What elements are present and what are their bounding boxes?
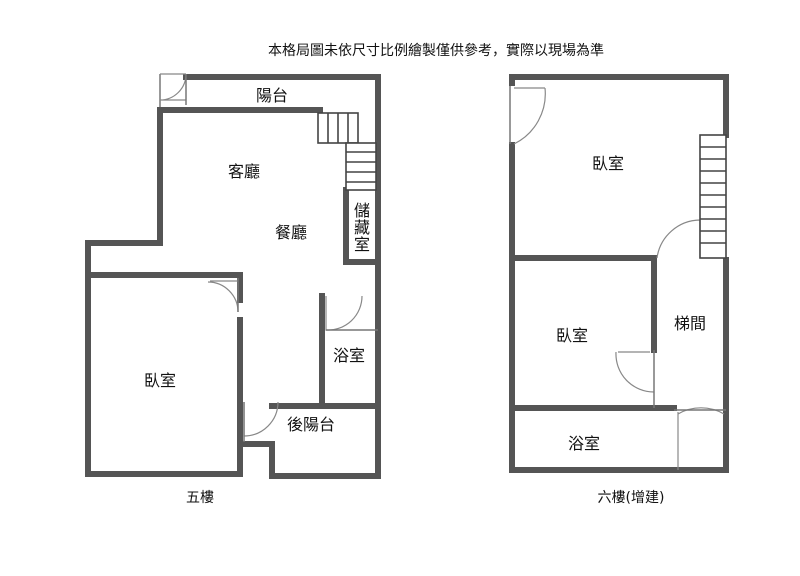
floor-6-plan: 臥室 臥室 梯間 浴室 六樓(增建) <box>508 74 729 506</box>
balcony-door-swing <box>159 73 187 101</box>
floor5-outer-right-wall <box>237 110 381 479</box>
floor6-top-wall <box>509 74 729 138</box>
label-bedroom-5f: 臥室 <box>144 371 176 390</box>
label-stairwell: 梯間 <box>674 314 706 333</box>
label-bathroom-6f: 浴室 <box>568 434 600 453</box>
label-storage-1: 儲 <box>354 201 370 220</box>
caption-floor6: 六樓(增建) <box>598 490 665 506</box>
bathroom-6f-door-swing <box>677 407 725 470</box>
bedroom-door-swing <box>207 280 239 313</box>
floor6-top-door-swing <box>513 87 546 145</box>
storage-wall <box>343 187 381 265</box>
label-storage-2: 藏 <box>354 218 370 237</box>
label-storage-3: 室 <box>354 235 370 254</box>
floor-5-plan: 陽台 客廳 餐廳 儲 藏 室 臥室 浴室 後陽台 五樓 <box>85 73 381 506</box>
disclaimer-note: 本格局圖未依尺寸比例繪製僅供參考，實際以現場為準 <box>268 42 604 59</box>
floor5-outer-left-wall <box>85 107 241 477</box>
label-living-room: 客廳 <box>228 162 260 181</box>
floor6-staircase <box>699 134 727 259</box>
floor6-outer-left-bottom-wall <box>509 83 729 473</box>
label-bathroom-5f: 浴室 <box>333 346 365 365</box>
label-balcony: 陽台 <box>256 86 288 105</box>
balcony-wall <box>183 74 381 116</box>
label-rear-balcony: 後陽台 <box>287 415 335 434</box>
bedroom-top-wall <box>85 272 243 303</box>
mid-bedroom-door-swing <box>615 351 655 393</box>
floor6-door-gap <box>508 86 518 142</box>
label-dining-room: 餐廳 <box>275 223 307 242</box>
bathroom-door-swing <box>325 295 363 331</box>
rear-balcony-door-swing <box>243 401 279 437</box>
caption-floor5: 五樓 <box>186 490 214 506</box>
label-bedroom-6f-top: 臥室 <box>592 154 624 173</box>
floor5-staircase <box>317 112 377 191</box>
stairwell-door-swing <box>656 219 701 259</box>
label-bedroom-6f-mid: 臥室 <box>556 326 588 345</box>
